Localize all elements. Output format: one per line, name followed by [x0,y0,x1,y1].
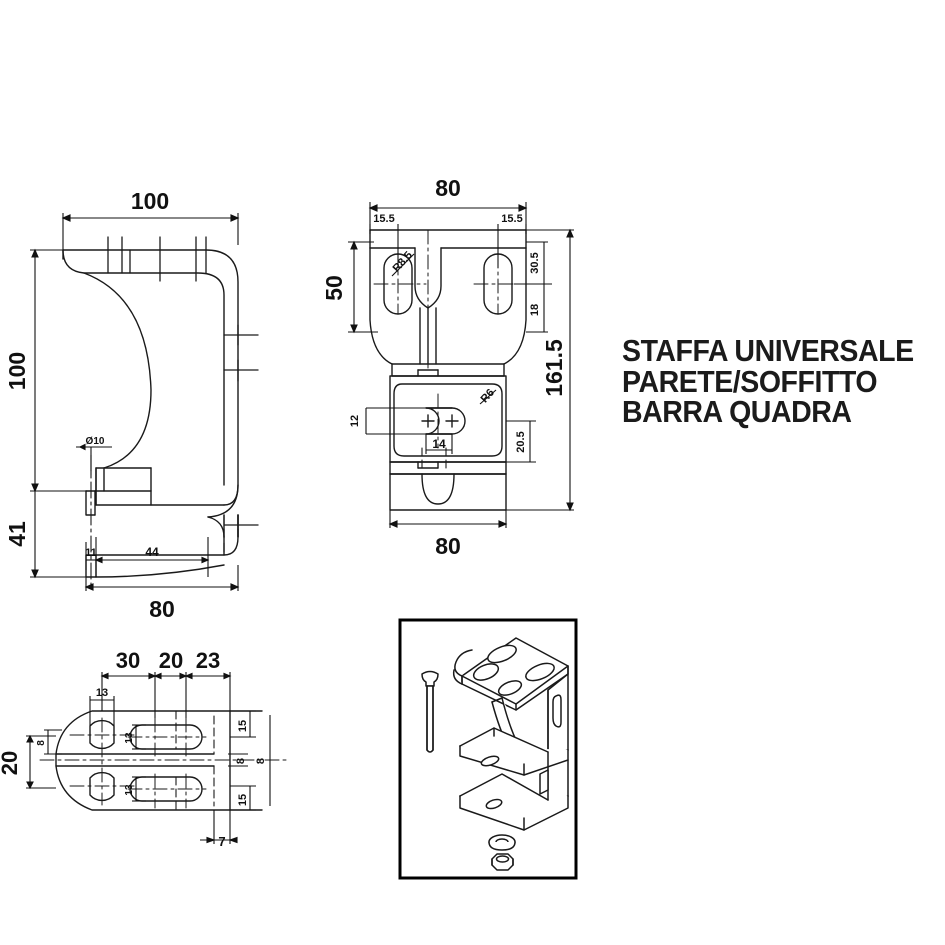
dim-plan-edge-left: 8 [36,740,47,746]
bracket-base-plate [459,751,569,831]
dim-front-slot-length: 14 [432,437,446,451]
dim-plan-seg-b: 20 [159,648,183,673]
dim-plan-bottom-offset: 7 [218,834,225,849]
dim-plan-seg-c: 23 [196,648,220,673]
dim-plan-center-gap: 20 [0,751,22,775]
bracket-top-plate [452,637,569,711]
dim-front-width-top: 80 [435,175,461,201]
dim-plan-seg-a: 30 [116,648,140,673]
isometric-product-illustration [398,618,578,880]
dim-front-slot-width: 12 [349,415,361,427]
bracket-middle-shelf [459,727,569,776]
dim-front-slot-span: 50 [321,275,347,301]
dim-front-width-bottom: 80 [435,533,461,559]
dim-front-height-overall: 161.5 [541,339,567,397]
dim-side-width-top: 100 [131,188,169,214]
dim-side-width-bottom: 80 [149,596,175,622]
dim-plan-center-small-2: 8 [255,758,267,764]
page-title: STAFFA UNIVERSALE PARETE/SOFFITTO BARRA … [622,333,939,430]
bolt-part [421,670,439,753]
dim-plan-center-small-1: 8 [235,758,247,764]
title-line-1: STAFFA UNIVERSALE [622,333,914,368]
side-elevation-view: 100 100 41 Ø10 11 44 80 [0,185,310,622]
dim-plan-hole-small: 13 [96,687,108,699]
dim-side-height-lower: 41 [4,521,30,547]
dim-front-height-upper: 30.5 [529,252,541,273]
nut-part [491,853,514,871]
dim-side-hole-diameter: Ø10 [86,436,105,447]
dim-side-offset-mid: 44 [145,545,159,559]
dim-plan-slot-small-2: 13 [124,784,135,796]
dim-front-edge-right: 15.5 [501,213,522,225]
bracket-right-wall [547,673,569,765]
dim-front-height-lower: 20.5 [515,431,527,452]
front-elevation-view: 80 15.5 15.5 50 R8.5 30.5 18 161.5 12 14… [321,168,610,568]
washer-part [488,834,516,851]
plan-top-view: 30 20 23 13 8 20 13 13 15 15 8 8 7 [0,630,310,890]
dim-plan-edge-right-bottom: 15 [237,794,249,806]
title-line-2: PARETE/SOFFITTO [622,363,878,399]
dim-plan-edge-right-top: 15 [237,720,249,732]
dim-plan-slot-small-1: 13 [124,732,135,744]
dim-side-height-overall: 100 [4,352,30,390]
dim-side-offset-small: 11 [85,547,97,559]
dim-front-edge-left: 15.5 [373,213,394,225]
title-line-3: BARRA QUADRA [622,394,852,430]
dim-front-height-slot: 18 [529,304,541,316]
